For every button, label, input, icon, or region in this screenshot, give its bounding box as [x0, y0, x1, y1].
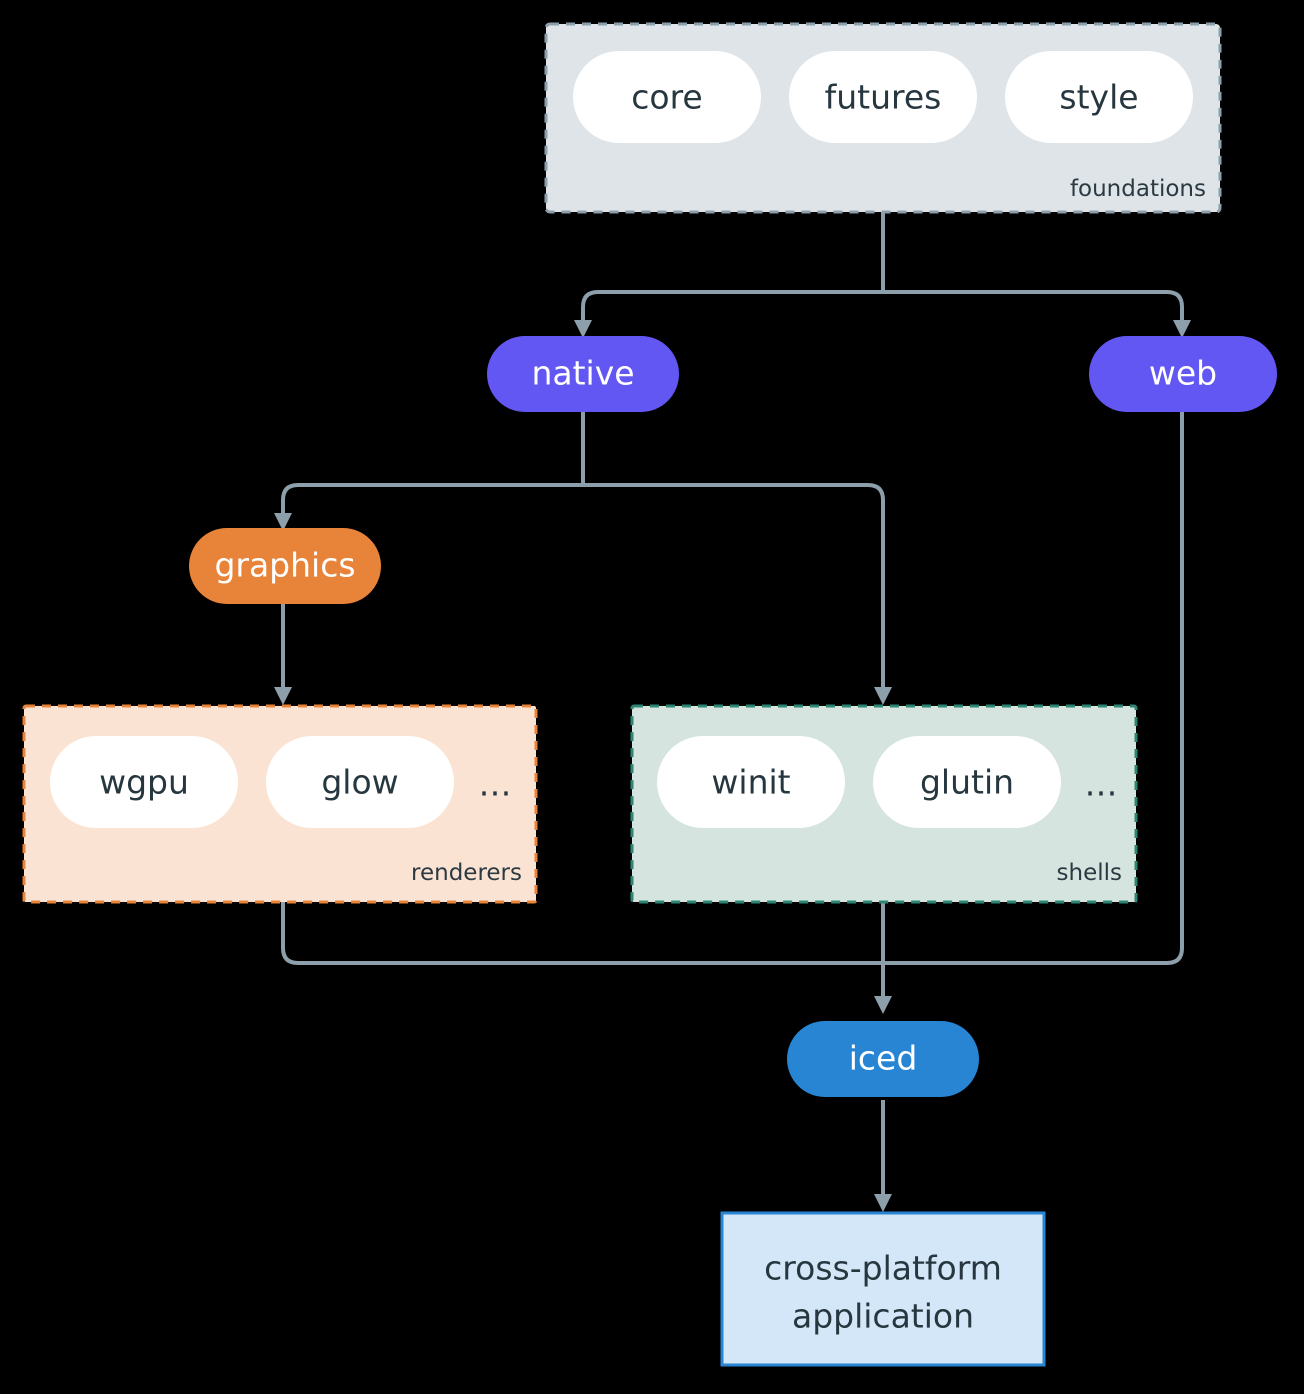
edge-native-to-graphics	[281, 483, 583, 518]
foundations-group-label: foundations	[1070, 176, 1206, 202]
pill-winit[interactable]	[657, 736, 845, 828]
node-web-label: web	[1149, 354, 1217, 393]
node-graphics[interactable]: graphics	[189, 528, 381, 604]
node-web[interactable]: web	[1089, 336, 1277, 412]
pill-glutin-label: glutin	[920, 763, 1014, 802]
arrowhead-application	[874, 1194, 892, 1212]
pill-core-label: core	[631, 78, 702, 117]
node-iced[interactable]: iced	[787, 1021, 979, 1097]
arrowhead-web	[1173, 320, 1191, 338]
edge-web-to-iced	[883, 411, 1184, 965]
arrowhead-graphics	[274, 513, 292, 531]
node-application-shape[interactable]	[720, 1211, 1046, 1367]
pill-winit-label: winit	[711, 763, 790, 802]
arrowhead-iced	[874, 996, 892, 1014]
node-application-label-line2: application	[792, 1297, 974, 1336]
edge-foundations-to-native	[581, 290, 883, 325]
pill-wgpu-label: wgpu	[99, 763, 189, 802]
group-shells: winit glutin … shells	[630, 704, 1138, 904]
edge-renderers-to-iced	[281, 902, 883, 965]
pill-glow-label: glow	[321, 763, 398, 802]
shells-overflow-ellipsis: …	[1085, 765, 1118, 804]
node-iced-shape[interactable]	[787, 1021, 979, 1097]
shells-group-label: shells	[1057, 860, 1122, 886]
arrowhead-shells	[874, 687, 892, 705]
pill-wgpu[interactable]	[50, 736, 238, 828]
node-graphics-label: graphics	[214, 546, 355, 585]
arrowhead-renderers	[274, 687, 292, 705]
arrowhead-native	[574, 320, 592, 338]
pill-style[interactable]	[1005, 51, 1193, 143]
edge-foundations-to-web	[883, 290, 1184, 325]
renderers-group-label: renderers	[411, 860, 522, 886]
group-renderers: wgpu glow … renderers	[22, 704, 538, 904]
edge-layer	[274, 212, 1191, 1212]
node-native-shape[interactable]	[487, 336, 679, 412]
node-native-label: native	[531, 354, 634, 393]
pill-futures[interactable]	[789, 51, 977, 143]
renderers-overflow-ellipsis: …	[479, 765, 512, 804]
node-web-shape[interactable]	[1089, 336, 1277, 412]
node-application-label-line1: cross-platform	[764, 1249, 1002, 1288]
node-native[interactable]: native	[487, 336, 679, 412]
edge-native-to-shells	[583, 483, 885, 690]
pill-glow[interactable]	[266, 736, 454, 828]
pill-glutin[interactable]	[873, 736, 1061, 828]
group-foundations: core futures style foundations	[544, 22, 1222, 214]
node-graphics-shape[interactable]	[189, 528, 381, 604]
pill-style-label: style	[1059, 78, 1138, 117]
node-iced-label: iced	[849, 1039, 918, 1078]
pill-futures-label: futures	[825, 78, 942, 117]
pill-core[interactable]	[573, 51, 761, 143]
node-application[interactable]: cross-platform application	[720, 1211, 1046, 1367]
